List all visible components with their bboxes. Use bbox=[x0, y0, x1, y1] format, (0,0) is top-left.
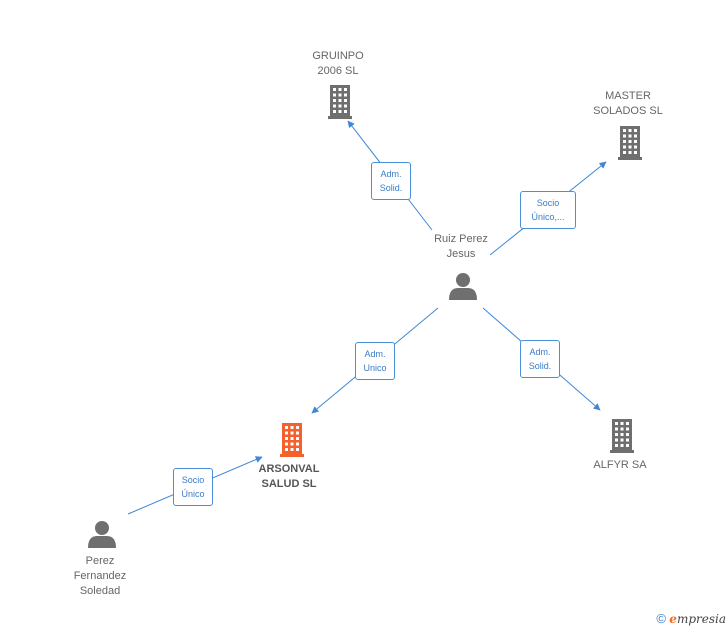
copyright-icon: © bbox=[656, 611, 666, 626]
edge-label-ruiz-alfyr[interactable]: Adm. Solid. bbox=[520, 340, 560, 378]
node-label-arsonval: ARSONVAL SALUD SL bbox=[258, 463, 320, 490]
node-label-ruiz-perez: Ruiz Perez Jesus bbox=[434, 233, 488, 260]
node-label-master-solados: MASTER SOLADOS SL bbox=[593, 90, 663, 117]
node-label-alfyr: ALFYR SA bbox=[593, 459, 647, 471]
node-label-gruinpo: GRUINPO 2006 SL bbox=[312, 50, 364, 77]
empresia-footer: © empresia bbox=[656, 611, 726, 626]
edge-label-perez-arsonval[interactable]: Socio Único bbox=[173, 468, 213, 506]
ruiz-person-icon[interactable] bbox=[449, 273, 477, 300]
gruinpo-building-icon[interactable] bbox=[328, 85, 352, 119]
edge-label-ruiz-gruinpo[interactable]: Adm. Solid. bbox=[371, 162, 411, 200]
alfyr-building-icon[interactable] bbox=[610, 419, 634, 453]
empresia-logo-text: mpresia bbox=[676, 612, 726, 626]
perez-person-icon[interactable] bbox=[88, 521, 116, 548]
arsonval-building-icon[interactable] bbox=[280, 423, 304, 457]
edge-label-ruiz-master[interactable]: Socio Único,... bbox=[520, 191, 576, 229]
node-label-perez-fernandez: Perez Fernandez Soledad bbox=[73, 555, 127, 597]
edge-label-ruiz-arsonval[interactable]: Adm. Unico bbox=[355, 342, 395, 380]
empresia-logo-e: e bbox=[669, 612, 677, 626]
master-building-icon[interactable] bbox=[618, 126, 642, 160]
